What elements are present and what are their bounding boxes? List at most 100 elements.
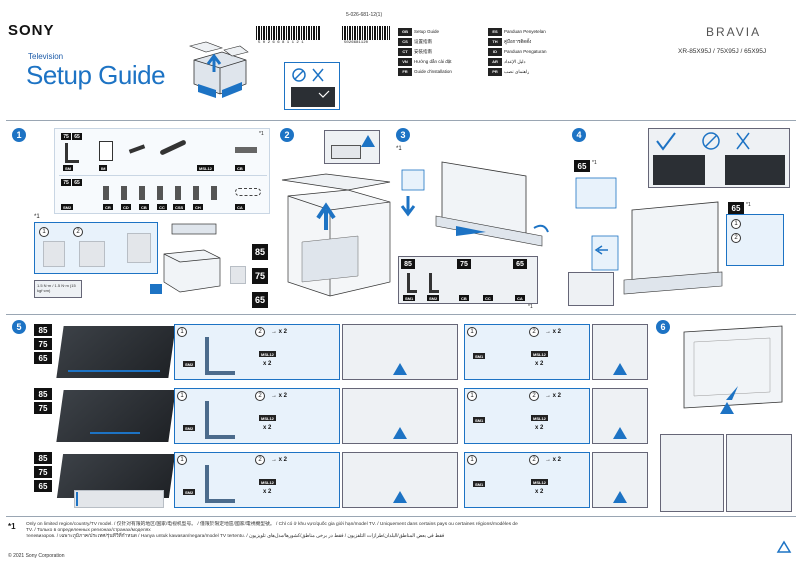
stand-attach-panel-left: 1 2 SM2 → x 2 MSL12 x 2 bbox=[174, 324, 340, 380]
part-label-cd: CD bbox=[121, 204, 131, 210]
footnote-line-2: телевизоров. / เฉพาะภูมิภาค/ประเทศ/รุ่นท… bbox=[26, 534, 445, 539]
bravia-logo: BRAVIA bbox=[706, 25, 762, 39]
step-5-row-c: 85 75 65 1 2 SM2 → x 2 MSL12 x 2 1 2 SM1… bbox=[34, 450, 648, 514]
step-5-row-a: 85 75 65 1 2 SM2 → x 2 MSL12 x 2 1 2 SM1… bbox=[34, 322, 648, 384]
part-number: 5-026-681-12(1) bbox=[346, 12, 383, 18]
screw-count: x 2 bbox=[535, 489, 544, 495]
substep-2: 2 bbox=[73, 227, 83, 237]
language-code: VN bbox=[398, 57, 412, 66]
part-label-sm2: SM2 bbox=[183, 425, 196, 431]
part-label-sm2: SM2 bbox=[183, 489, 196, 495]
substep-2: 2 bbox=[529, 391, 539, 401]
footnote-mark: *1 bbox=[592, 160, 597, 166]
remote-icon bbox=[159, 139, 187, 156]
step-4-correct-lift-panel bbox=[648, 128, 790, 188]
part-label-sm1: SM1 bbox=[473, 353, 486, 359]
stand-leg-illustration bbox=[205, 337, 235, 375]
box-tape-illustration bbox=[331, 145, 361, 159]
substep-2: 2 bbox=[255, 455, 265, 465]
stand-box-icon bbox=[150, 223, 221, 294]
screw-count: x 2 bbox=[263, 361, 272, 367]
torque-spec: 1.5 N·m / 1.5 N·m (15 kgf·cm) bbox=[37, 283, 76, 293]
prohibited-icon bbox=[291, 68, 335, 107]
barcode-primary bbox=[256, 26, 320, 40]
tv-back-icon bbox=[400, 161, 549, 247]
language-name: Hướng dẫn cài đặt bbox=[414, 59, 452, 64]
stand-position-arrow bbox=[68, 370, 160, 372]
caution-icon bbox=[613, 363, 627, 375]
step-5-row-b: 85 75 1 2 SM2 → x 2 MSL12 x 2 1 2 SM1 → … bbox=[34, 386, 648, 448]
part-label-sm2: SM2 bbox=[427, 295, 440, 301]
language-name: Panduan Penyetelan bbox=[504, 29, 546, 34]
substep-1: 1 bbox=[467, 455, 477, 465]
speaker-bracket-illustration bbox=[127, 233, 151, 263]
step-1-attach-panel: 1 2 bbox=[34, 222, 158, 274]
tv-stand-attach-icon bbox=[575, 177, 723, 295]
stand-leg-illustration bbox=[205, 465, 235, 503]
part-label-cb: CB bbox=[235, 165, 245, 171]
language-name: 安裝指南 bbox=[414, 48, 432, 54]
wall-bracket-illustration bbox=[79, 241, 105, 267]
step-2-badge: 2 bbox=[280, 128, 294, 142]
stand-attach-panel-left: 1 2 SM2 → x 2 MSL12 x 2 bbox=[174, 452, 340, 508]
size-tag-75: 75 bbox=[61, 133, 71, 140]
footnote-mark: *1 bbox=[34, 214, 40, 220]
stand-result-view bbox=[342, 324, 458, 380]
part-label-msl12: MSL12 bbox=[531, 351, 548, 357]
step-4-badge: 4 bbox=[572, 128, 586, 142]
step-2-lift-box-illustration bbox=[278, 172, 394, 300]
stand-result-view bbox=[592, 452, 648, 508]
cable-coil-icon bbox=[235, 188, 261, 196]
torque-note-box: 1.5 N·m / 1.5 N·m (15 kgf·cm) bbox=[34, 280, 82, 298]
no-knife-warning bbox=[284, 62, 340, 110]
part-label-sm1: SM1 bbox=[403, 295, 416, 301]
tv-upright-icon bbox=[683, 325, 783, 409]
stand-result-view bbox=[592, 324, 648, 380]
part-label-ca: CA bbox=[515, 295, 525, 301]
parts-row-2: 75 65 SM2 CR CD CB CC CSS CH CA bbox=[59, 175, 267, 211]
part-label-msl12: MSL12 bbox=[259, 351, 276, 357]
model-numbers: XR-85X95J / 75X95J / 65X95J bbox=[678, 48, 767, 55]
substep-2: 2 bbox=[255, 391, 265, 401]
footer-divider bbox=[6, 516, 796, 517]
size-tag-85: 85 bbox=[34, 388, 52, 400]
cable-icon bbox=[128, 144, 146, 154]
step-1-parts-panel: 75 65 SM IM MSL12 *1 CB 75 65 SM2 CR CD … bbox=[54, 128, 270, 214]
tv-box-illustration bbox=[188, 40, 250, 102]
substep-1: 1 bbox=[467, 391, 477, 401]
language-code: CT bbox=[398, 47, 412, 56]
stand-attach-panel-left: 1 2 SM2 → x 2 MSL12 x 2 bbox=[174, 388, 340, 444]
stand-position-arrow bbox=[76, 492, 78, 506]
screw-count: → x 2 bbox=[271, 329, 288, 335]
size-tag-75: 75 bbox=[34, 338, 52, 350]
part-label-msl12: MSL12 bbox=[259, 479, 276, 485]
stand-part-icon bbox=[65, 143, 79, 163]
substep-2: 2 bbox=[255, 327, 265, 337]
barcode-secondary-number: 5026681120 bbox=[344, 41, 369, 45]
substep-2: 2 bbox=[529, 327, 539, 337]
language-code: GB bbox=[398, 27, 412, 36]
substep-2: 2 bbox=[529, 455, 539, 465]
language-code: ID bbox=[488, 47, 502, 56]
part-label-cb: CB bbox=[139, 204, 149, 210]
part-label-cb: CB bbox=[459, 295, 469, 301]
correct-incorrect-icon bbox=[653, 132, 785, 185]
part-label-css: CSS bbox=[173, 204, 186, 210]
caution-icon bbox=[613, 427, 627, 439]
size-tag-85: 85 bbox=[34, 324, 52, 336]
step-6-lift-right-panel bbox=[726, 434, 792, 512]
substep-1: 1 bbox=[39, 227, 49, 237]
stand-attach-panel-right: 1 2 SM1 → x 2 MSL12 x 2 bbox=[464, 452, 590, 508]
footnote-mark: *1 bbox=[396, 146, 402, 152]
box-lift-icon bbox=[188, 41, 249, 98]
part-label-sm: SM bbox=[63, 165, 73, 171]
screw-count: → x 2 bbox=[545, 329, 562, 335]
bracket-illustration bbox=[230, 266, 246, 284]
step-3-badge: 3 bbox=[396, 128, 410, 142]
